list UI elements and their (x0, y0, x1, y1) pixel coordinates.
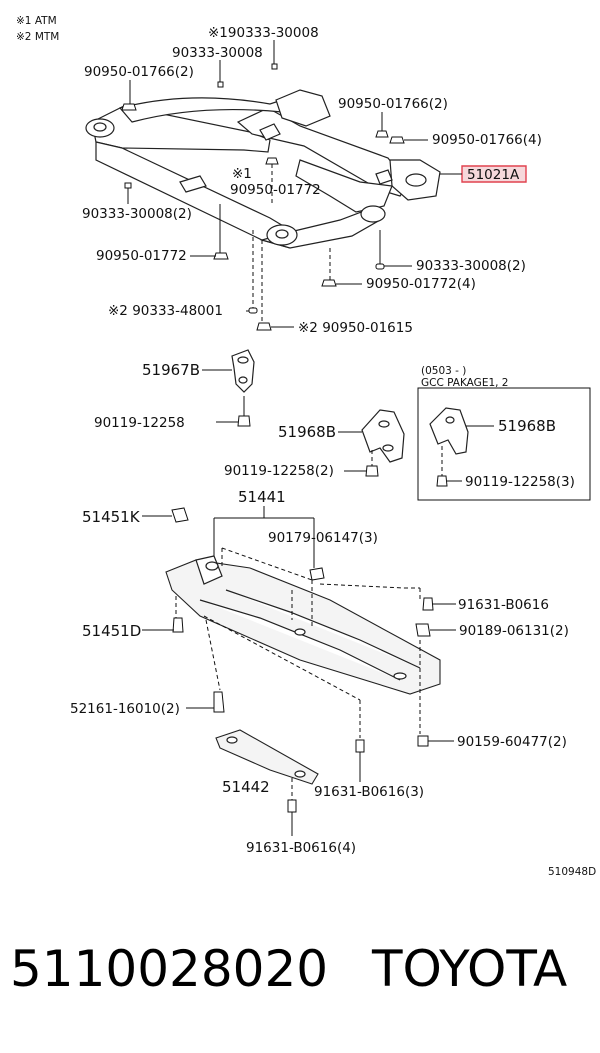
label-51451k: 51451K (82, 508, 141, 526)
label-51967b: 51967B (142, 361, 200, 379)
cover-leader-lines (142, 506, 456, 836)
brand-name: TOYOTA (372, 940, 568, 998)
label-box-package: GCC PAKAGE1, 2 (421, 377, 509, 389)
diagram-code: 510948D (548, 866, 596, 878)
label-51968b: 51968B (278, 423, 336, 441)
label-90119-12258: 90119-12258 (94, 415, 185, 431)
label-note-1: ※1 (232, 166, 252, 182)
label-90950-01766-right: 90950-01766(2) (338, 96, 448, 112)
note-mtm: ※2 MTM (16, 31, 59, 43)
label-190333-30008: ※190333-30008 (208, 25, 319, 41)
label-91631-b0616-3: 91631-B0616(3) (314, 784, 424, 800)
under-cover-51442[interactable] (215, 729, 319, 785)
crossmember-frame[interactable] (85, 89, 527, 249)
label-90950-01766-4: 90950-01766(4) (432, 132, 542, 148)
gcc-package-box (417, 387, 591, 501)
label-51451d: 51451D (82, 622, 141, 640)
label-90950-01766-left: 90950-01766(2) (84, 64, 194, 80)
cover-dashed-guides (175, 547, 421, 738)
bracket-51967b[interactable] (231, 349, 255, 393)
parts-diagram: ※1 ATM ※2 MTM (16, 15, 596, 878)
label-51021a[interactable]: 51021A (467, 167, 520, 183)
bolt-90119-12258 (237, 396, 251, 427)
label-51442: 51442 (222, 778, 270, 796)
label-90119-12258-3: 90119-12258(3) (465, 474, 575, 490)
engine-under-cover-51441[interactable] (165, 555, 441, 695)
frame-leader-lines (127, 40, 462, 328)
label-90179-06147-3: 90179-06147(3) (268, 530, 378, 546)
label-52161-16010-2: 52161-16010(2) (70, 701, 180, 717)
label-90950-01615: ※2 90950-01615 (298, 320, 413, 336)
label-51968b-gcc: 51968B (498, 417, 556, 435)
note-atm: ※1 ATM (16, 15, 57, 27)
label-90950-01772-left: 90950-01772 (96, 248, 187, 264)
label-91631-b0616: 91631-B0616 (458, 597, 549, 613)
label-90119-12258-2: 90119-12258(2) (224, 463, 334, 479)
label-box-date: (0503 - ) (421, 365, 466, 377)
label-90950-01772-4: 90950-01772(4) (366, 276, 476, 292)
label-90333-30008-2-left: 90333-30008(2) (82, 206, 192, 222)
label-90189-06131-2: 90189-06131(2) (459, 623, 569, 639)
bracket-51968b-gcc[interactable] (429, 407, 469, 455)
label-51441: 51441 (238, 488, 286, 506)
label-90950-01772-mid: 90950-01772 (230, 182, 321, 198)
label-90159-60477-2: 90159-60477(2) (457, 734, 567, 750)
frame-fasteners (121, 63, 405, 331)
label-90333-30008-2-right: 90333-30008(2) (416, 258, 526, 274)
cover-fasteners (171, 507, 434, 813)
label-91631-b0616-4: 91631-B0616(4) (246, 840, 356, 856)
label-90333-48001: ※2 90333-48001 (108, 303, 223, 319)
footer: 5110028020 TOYOTA (0, 940, 600, 1010)
part-number: 5110028020 (10, 940, 329, 998)
label-90333-30008-top: 90333-30008 (172, 45, 263, 61)
bracket-51968b[interactable] (361, 409, 405, 463)
